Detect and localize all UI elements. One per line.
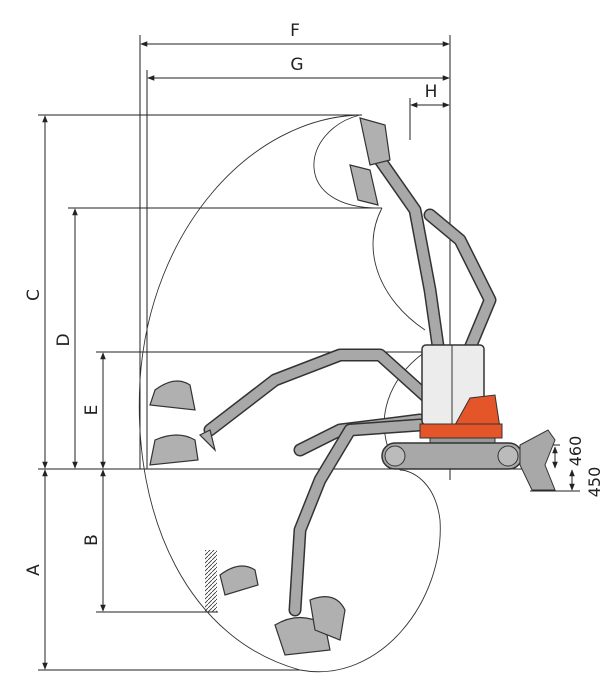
dimension-F: F: [140, 21, 450, 47]
label-G: G: [290, 55, 303, 75]
dimension-G: G: [147, 55, 450, 81]
dimension-D: D: [54, 208, 78, 469]
arm-position-raised: [349, 117, 497, 367]
blade-drop-value: 450: [585, 467, 604, 498]
dimension-E: E: [82, 352, 106, 469]
dozer-blade: [519, 429, 556, 491]
bucket-icon: [349, 164, 379, 206]
dimension-B: B: [82, 469, 106, 612]
bucket-icon: [359, 117, 391, 166]
label-E: E: [82, 405, 102, 416]
label-B: B: [82, 534, 102, 546]
extension-lines: [38, 35, 580, 671]
dimension-A: A: [24, 469, 48, 670]
label-H: H: [425, 82, 438, 102]
bucket-icon: [149, 434, 199, 466]
dimension-C: C: [24, 115, 48, 469]
blade-dimensions: 460 450: [552, 436, 604, 498]
dimension-H: H: [410, 82, 450, 108]
blade-lift-value: 460: [566, 436, 585, 467]
label-D: D: [54, 333, 74, 346]
excavator-body: [381, 344, 556, 491]
arm-position-dig: [205, 418, 427, 656]
bucket-icon: [219, 565, 259, 596]
upper-frame: [419, 423, 503, 439]
bucket-icon: [309, 596, 346, 641]
label-A: A: [24, 564, 44, 576]
label-F: F: [290, 21, 300, 41]
trench-wall: [205, 550, 217, 612]
label-C: C: [24, 289, 44, 301]
bucket-icon: [149, 380, 196, 411]
